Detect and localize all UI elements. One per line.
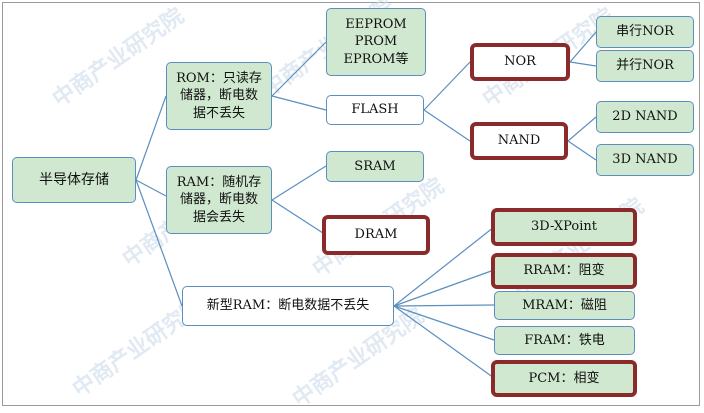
node-parallel-nor: 并行NOR	[596, 50, 694, 82]
node-label: 新型RAM：断电数据不丢失	[206, 298, 370, 314]
node-dram: DRAM	[322, 215, 430, 255]
node-eeprom-prom-eprom: EEPROM PROM EPROM等	[326, 8, 426, 76]
node-label: ROM：只读存储器，断电数据不丢失	[176, 70, 262, 121]
node-root: 半导体存储	[12, 157, 136, 203]
node-label: 3D-XPoint	[531, 219, 597, 235]
node-label: RAM：随机存储器，断电数据会丢失	[176, 174, 262, 225]
node-label: FLASH	[351, 102, 399, 118]
node-fram: FRAM：铁电	[494, 326, 635, 355]
node-label: EEPROM PROM EPROM等	[343, 16, 409, 67]
node-label: NAND	[497, 133, 541, 149]
node-ram: RAM：随机存储器，断电数据会丢失	[166, 166, 272, 234]
node-3d-nand: 3D NAND	[596, 144, 694, 176]
node-label: SRAM	[354, 158, 396, 174]
node-label: RRAM：阻变	[523, 263, 605, 279]
node-new-ram: 新型RAM：断电数据不丢失	[182, 286, 394, 326]
node-2d-nand: 2D NAND	[596, 101, 694, 133]
node-rom: ROM：只读存储器，断电数据不丢失	[166, 62, 272, 130]
node-serial-nor: 串行NOR	[596, 16, 694, 48]
node-label: MRAM：磁阻	[522, 297, 607, 313]
node-flash: FLASH	[326, 95, 424, 125]
node-label: FRAM：铁电	[524, 332, 605, 348]
node-sram: SRAM	[326, 151, 424, 182]
node-label: PCM：相变	[528, 370, 600, 386]
node-label: NOR	[504, 54, 536, 70]
node-label: 串行NOR	[616, 24, 674, 40]
node-nor: NOR	[470, 43, 570, 81]
node-label: 2D NAND	[612, 109, 678, 125]
node-label: 并行NOR	[616, 58, 674, 74]
node-rram: RRAM：阻变	[491, 253, 637, 289]
node-3d-xpoint: 3D-XPoint	[491, 208, 637, 246]
node-nand: NAND	[470, 122, 568, 160]
node-pcm: PCM：相变	[491, 360, 637, 397]
node-label: 3D NAND	[612, 152, 678, 168]
node-label: DRAM	[354, 227, 398, 243]
node-label: 半导体存储	[39, 171, 109, 188]
node-mram: MRAM：磁阻	[494, 291, 635, 320]
